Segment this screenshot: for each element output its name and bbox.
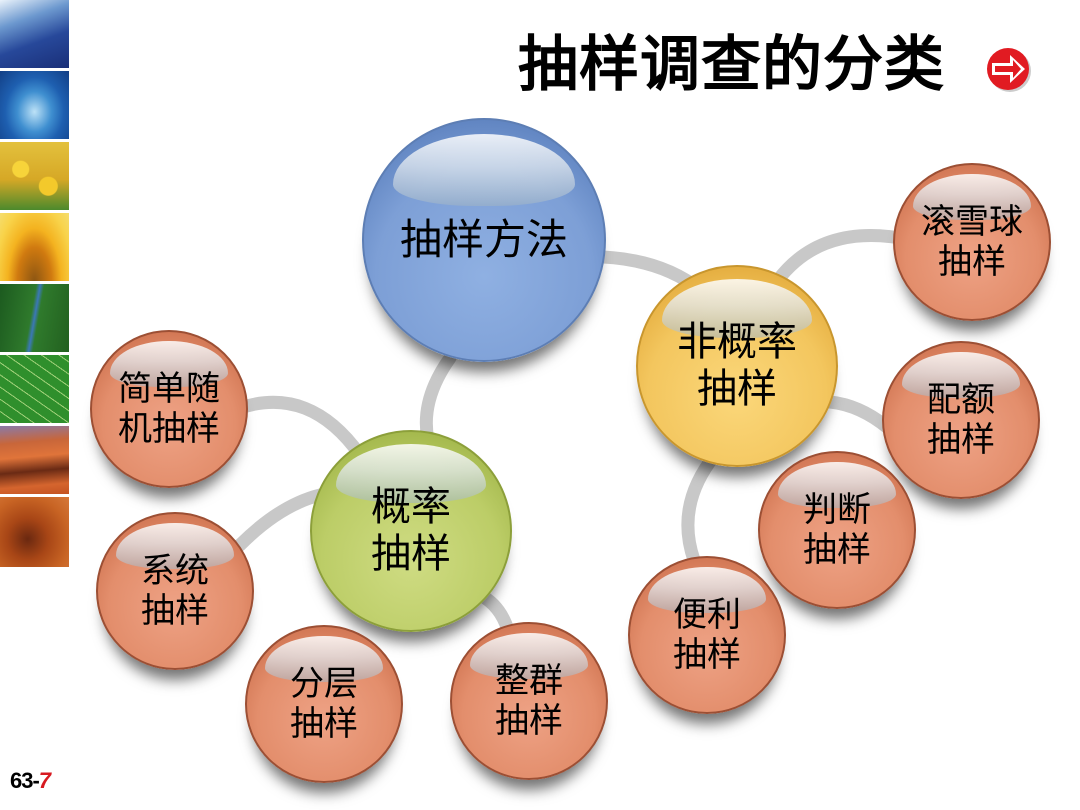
label-line1: 系统 (141, 550, 209, 591)
sunflower-field-image (0, 142, 69, 210)
node-label: 非概率 抽样 (677, 319, 797, 413)
label-line1: 便利 (673, 594, 741, 635)
node-label: 判断 抽样 (803, 490, 871, 570)
node-judgment-sampling[interactable]: 判断 抽样 (758, 451, 916, 609)
node-probability-sampling[interactable]: 概率 抽样 (310, 430, 512, 632)
footprint-sand-image (0, 497, 69, 567)
node-convenience-sampling[interactable]: 便利 抽样 (628, 556, 786, 714)
node-label: 滚雪球 抽样 (921, 202, 1023, 282)
label-line1: 滚雪球 (921, 201, 1023, 242)
node-non-probability-sampling[interactable]: 非概率 抽样 (636, 265, 838, 467)
label-line2: 抽样 (495, 701, 563, 741)
label-line2: 抽样 (697, 366, 777, 412)
green-leaf-image (0, 355, 69, 423)
label-line2: 抽样 (673, 635, 741, 675)
water-droplet-image (0, 71, 69, 139)
ocean-wave-image (0, 0, 69, 68)
node-label: 便利 抽样 (673, 595, 741, 675)
node-sampling-methods[interactable]: 抽样方法 (362, 118, 606, 362)
label-line2: 抽样 (927, 420, 995, 460)
node-simple-random-sampling[interactable]: 简单随 机抽样 (90, 330, 248, 488)
node-quota-sampling[interactable]: 配额 抽样 (882, 341, 1040, 499)
node-label: 配额 抽样 (927, 380, 995, 460)
forest-river-image (0, 284, 69, 352)
node-cluster-sampling[interactable]: 整群 抽样 (450, 622, 608, 780)
label-line2: 抽样 (371, 531, 451, 577)
slide-title: 抽样调查的分类 (518, 30, 945, 100)
sunflower-closeup-image (0, 213, 69, 281)
node-label: 概率 抽样 (371, 484, 451, 578)
slide-number: 63-7 (10, 768, 51, 794)
label-line2: 机抽样 (118, 409, 220, 449)
node-label: 整群 抽样 (495, 661, 563, 741)
label-line1: 判断 (803, 489, 871, 530)
label-line2: 抽样 (803, 530, 871, 570)
right-arrow-icon[interactable] (984, 44, 1034, 94)
node-label: 抽样方法 (399, 215, 568, 265)
label-line1: 分层 (290, 663, 358, 704)
label-line1: 概率 (371, 483, 451, 530)
label-line1: 非概率 (677, 318, 797, 365)
label-line2: 抽样 (290, 704, 358, 744)
label-line1: 简单随 (118, 368, 220, 409)
node-label: 简单随 机抽样 (118, 369, 220, 449)
label-line1: 配额 (927, 379, 995, 420)
node-label: 系统 抽样 (141, 551, 209, 631)
page-prefix: 63- (10, 768, 40, 793)
node-stratified-sampling[interactable]: 分层 抽样 (245, 625, 403, 783)
label-line1: 整群 (495, 660, 563, 701)
page-number: 7 (38, 768, 51, 793)
label-line2: 抽样 (141, 591, 209, 631)
node-systematic-sampling[interactable]: 系统 抽样 (96, 512, 254, 670)
node-label: 分层 抽样 (290, 664, 358, 744)
desert-dunes-image (0, 426, 69, 494)
label-line2: 抽样 (938, 242, 1006, 282)
node-snowball-sampling[interactable]: 滚雪球 抽样 (893, 163, 1051, 321)
